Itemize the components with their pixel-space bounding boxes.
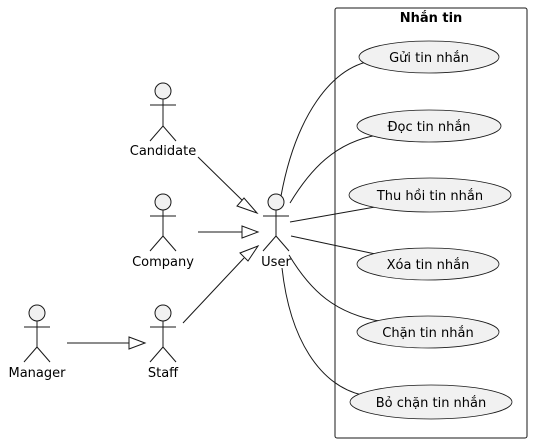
usecase-unblock-message[interactable]: Bỏ chặn tin nhắn bbox=[349, 384, 513, 420]
usecase-label-read: Đọc tin nhắn bbox=[387, 120, 470, 135]
assoc-recall bbox=[289, 206, 376, 223]
actor-user: User bbox=[261, 193, 291, 270]
association-links bbox=[280, 59, 386, 396]
assoc-read bbox=[289, 134, 379, 204]
assoc-send bbox=[280, 59, 379, 197]
package-title: Nhắn tin bbox=[400, 11, 463, 26]
actor-staff: Staff bbox=[148, 304, 179, 381]
actor-label-user: User bbox=[261, 255, 291, 270]
actor-company: Company bbox=[132, 193, 194, 270]
assoc-block bbox=[288, 254, 386, 323]
actor-manager: Manager bbox=[9, 304, 67, 381]
assoc-unblock bbox=[281, 267, 363, 396]
link-manager-staff bbox=[67, 336, 147, 350]
actor-label-candidate: Candidate bbox=[130, 144, 196, 159]
usecase-block-message[interactable]: Chặn tin nhắn bbox=[356, 315, 500, 349]
assoc-delete bbox=[290, 235, 381, 256]
usecase-send-message[interactable]: Gửi tin nhắn bbox=[358, 40, 500, 74]
usecase-label-block: Chặn tin nhắn bbox=[382, 326, 473, 341]
actor-candidate: Candidate bbox=[130, 82, 196, 159]
usecase-label-delete: Xóa tin nhắn bbox=[387, 258, 470, 273]
usecase-label-recall: Thu hồi tin nhắn bbox=[376, 189, 483, 204]
actor-label-company: Company bbox=[132, 255, 194, 270]
generalization-links bbox=[67, 156, 260, 350]
usecase-label-unblock: Bỏ chặn tin nhắn bbox=[376, 396, 487, 411]
link-company-user bbox=[198, 225, 260, 239]
link-staff-user bbox=[182, 244, 260, 324]
usecase-label-send: Gửi tin nhắn bbox=[389, 51, 469, 66]
usecase-read-message[interactable]: Đọc tin nhắn bbox=[356, 109, 502, 143]
actor-label-staff: Staff bbox=[148, 366, 179, 381]
usecase-recall-message[interactable]: Thu hồi tin nhắn bbox=[348, 177, 512, 213]
actor-label-manager: Manager bbox=[9, 366, 67, 381]
link-candidate-user bbox=[197, 156, 259, 215]
usecase-delete-message[interactable]: Xóa tin nhắn bbox=[356, 247, 500, 281]
